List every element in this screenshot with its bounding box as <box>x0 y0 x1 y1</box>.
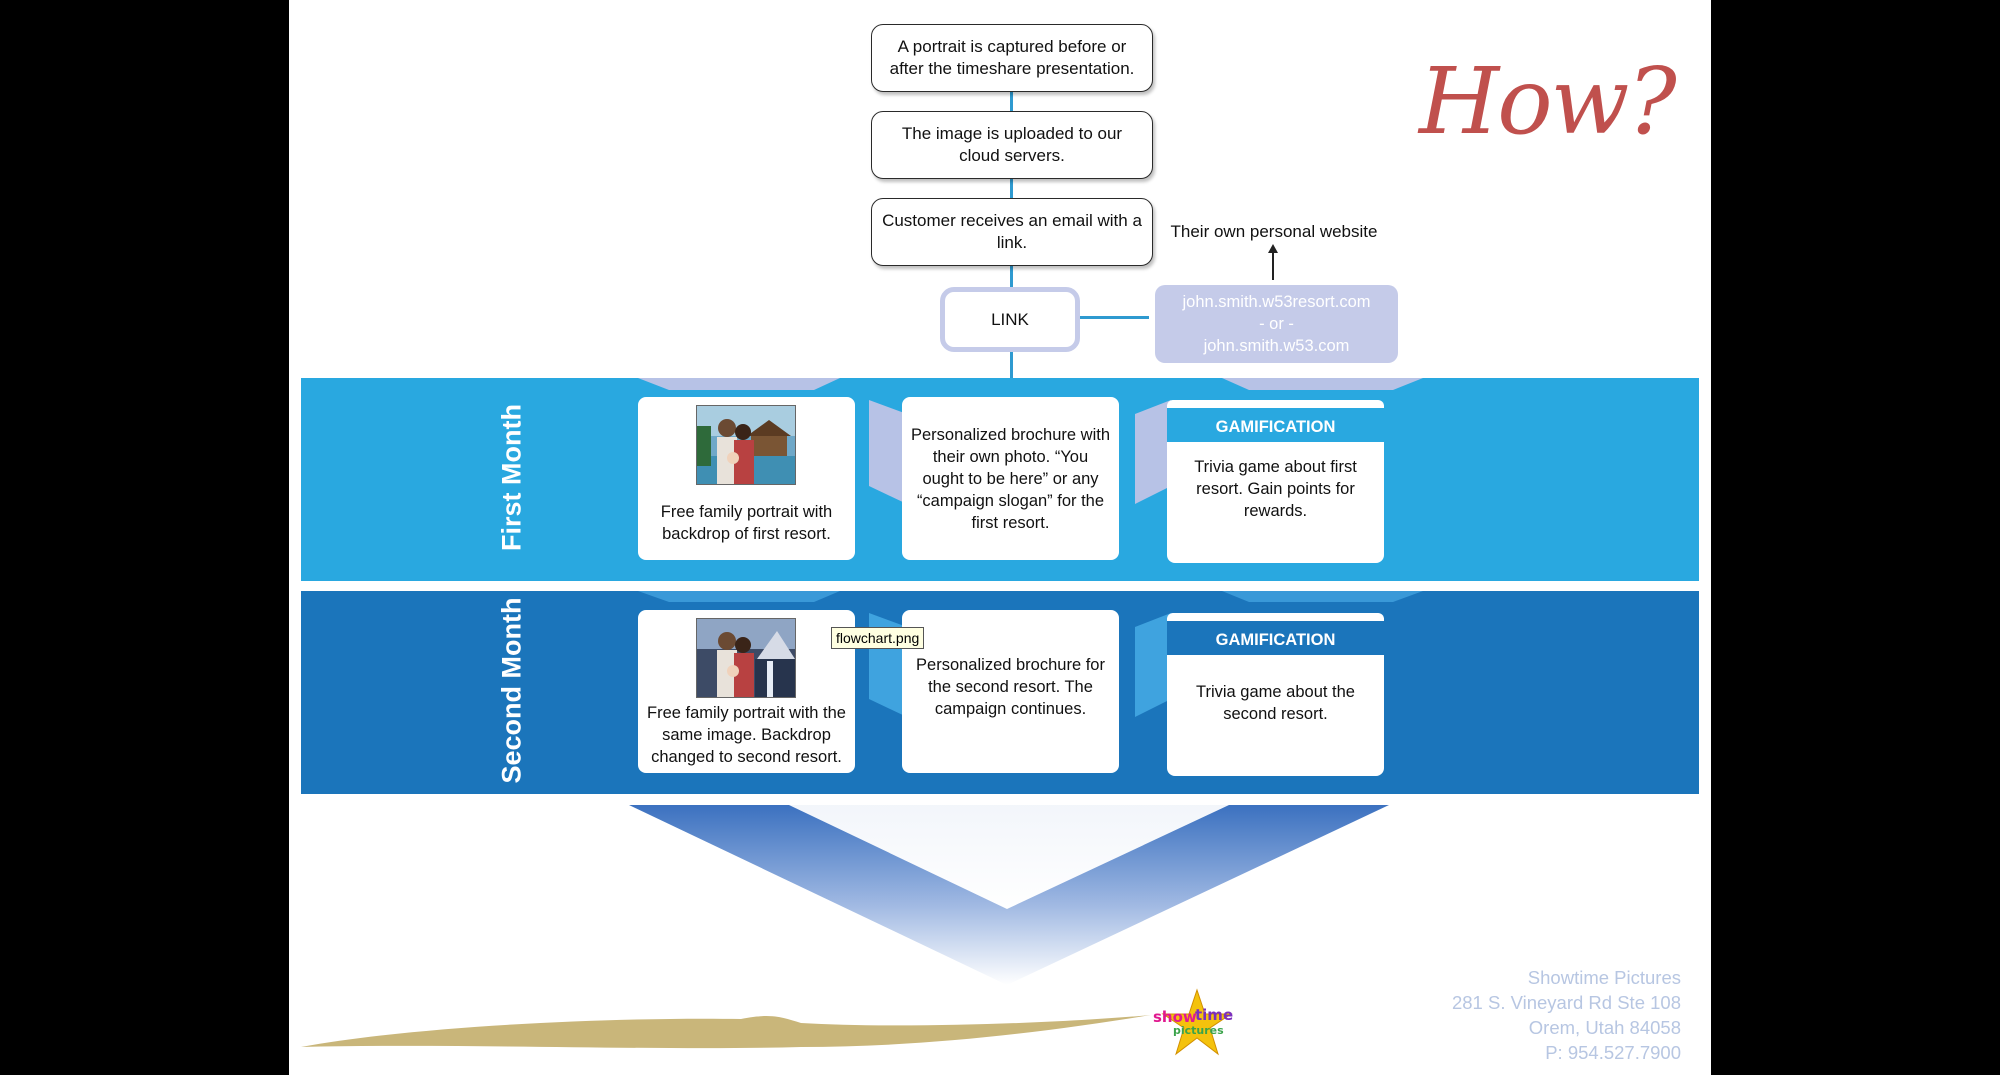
gold-swoosh-graphic <box>301 1015 1151 1049</box>
presentation-slide: How? A portrait is captured before or af… <box>289 0 1711 1075</box>
brochure-description: Personalized brochure for the second res… <box>916 656 1105 718</box>
brochure-description: Personalized brochure with their own pho… <box>910 425 1111 532</box>
svg-text:show: show <box>1153 1008 1197 1026</box>
website-caption: Their own personal website <box>1170 222 1378 241</box>
band-top-accents <box>638 591 1423 602</box>
svg-text:pictures: pictures <box>1173 1024 1224 1037</box>
company-phone: P: 954.527.7900 <box>1545 1042 1681 1063</box>
connector-line <box>1010 92 1013 112</box>
connector-line <box>1010 352 1013 378</box>
showtime-logo: show time pictures <box>1149 988 1259 1058</box>
personal-url-box[interactable]: john.smith.w53resort.com - or - john.smi… <box>1155 285 1398 363</box>
flow-step-email: Customer receives an email with a link. <box>871 198 1153 266</box>
contact-info: Showtime Pictures 281 S. Vineyard Rd Ste… <box>1452 965 1681 1065</box>
second-month-band: Second Month Free family portrait with t… <box>301 591 1699 794</box>
portrait-card: Free family portrait with backdrop of fi… <box>638 397 855 560</box>
band-side-accent <box>1135 400 1171 504</box>
gamification-description: Trivia game about the second resort. <box>1196 683 1355 723</box>
url-short: john.smith.w53.com <box>1203 337 1350 355</box>
connector-line <box>1010 179 1013 199</box>
gamification-title: GAMIFICATION <box>1167 613 1384 655</box>
gamification-card: GAMIFICATION Trivia game about the secon… <box>1167 613 1384 776</box>
arrow-up-icon <box>1272 250 1274 280</box>
band-side-accent <box>869 400 907 504</box>
connector-line <box>1079 316 1149 319</box>
gamification-title: GAMIFICATION <box>1167 400 1384 442</box>
band-side-accent <box>1135 613 1171 717</box>
star-logo-icon: show time pictures <box>1153 988 1233 1056</box>
url-separator: - or - <box>1259 315 1294 333</box>
brochure-card: Personalized brochure with their own pho… <box>902 397 1119 560</box>
flow-step-upload: The image is uploaded to our cloud serve… <box>871 111 1153 179</box>
company-name: Showtime Pictures <box>1527 967 1681 988</box>
gamification-card: GAMIFICATION Trivia game about first res… <box>1167 400 1384 563</box>
connector-line <box>1010 266 1013 288</box>
flow-step-capture: A portrait is captured before or after t… <box>871 24 1153 92</box>
band-top-accents <box>638 378 1423 390</box>
arrow-head-icon <box>1268 244 1278 253</box>
slide-title: How? <box>1419 48 1677 155</box>
portrait-card: Free family portrait with the same image… <box>638 610 855 773</box>
portrait-description: Free family portrait with backdrop of fi… <box>660 503 833 543</box>
funnel-graphic <box>629 805 1389 985</box>
gamification-description: Trivia game about first resort. Gain poi… <box>1194 458 1357 520</box>
brochure-card: Personalized brochure for the second res… <box>902 610 1119 773</box>
link-box[interactable]: LINK <box>940 287 1080 352</box>
first-month-band: First Month Free family portra <box>301 378 1699 581</box>
filename-tooltip: flowchart.png <box>831 627 925 649</box>
second-month-label: Second Month <box>496 597 527 784</box>
first-month-label: First Month <box>496 404 527 551</box>
svg-text:time: time <box>1195 1006 1233 1024</box>
portrait-description: Free family portrait with the same image… <box>647 704 846 766</box>
company-address: 281 S. Vineyard Rd Ste 108 <box>1451 992 1681 1013</box>
family-portrait-photo <box>696 405 796 485</box>
family-portrait-photo <box>696 618 796 698</box>
url-primary: john.smith.w53resort.com <box>1182 293 1371 311</box>
company-city: Orem, Utah 84058 <box>1528 1017 1681 1038</box>
